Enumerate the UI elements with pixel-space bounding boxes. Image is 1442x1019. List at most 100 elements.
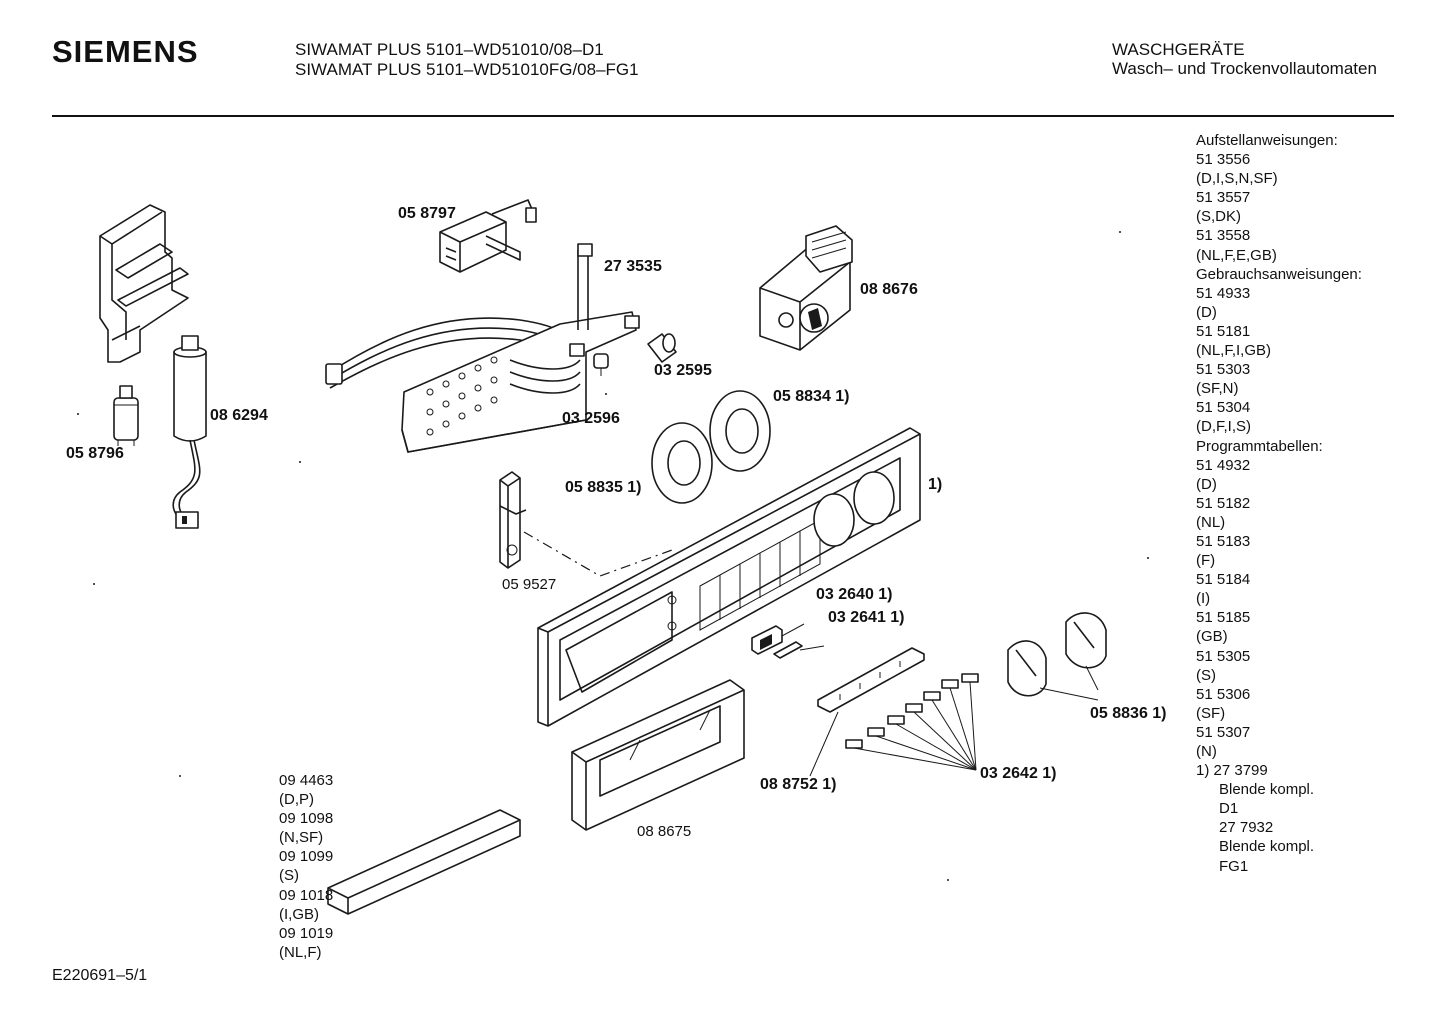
knob-part-058836-b [1065, 612, 1107, 669]
callout-059527: 05 9527 [502, 576, 557, 593]
doc-list-item: (S,DK) [1196, 208, 1241, 226]
doc-list-item: (D) [1196, 475, 1217, 493]
doc-list-item: D1 [1219, 800, 1239, 818]
list-item: 09 1019 [279, 924, 334, 942]
callout-032642: 03 2642 1) [980, 765, 1057, 782]
category-line-2: Wasch– und Trockenvollautomaten [1112, 59, 1377, 78]
callout-058797: 05 8797 [398, 205, 456, 222]
doc-list-item: Aufstellanweisungen: [1196, 132, 1338, 149]
ring-part-058834 [709, 390, 771, 472]
callout-058836: 05 8836 1) [1090, 705, 1167, 722]
bracket-part [99, 204, 189, 363]
category-title: WASCHGERÄTE Wasch– und Trockenvollautoma… [1112, 40, 1377, 78]
doc-list-item: 51 5305 [1196, 647, 1251, 665]
doc-list-item: (GB) [1196, 628, 1228, 646]
callout-088676: 08 8676 [860, 281, 918, 298]
doc-list-item: (NL,F,I,GB) [1196, 342, 1272, 360]
doc-list-item: (F) [1196, 552, 1216, 570]
doc-list-item: (I) [1196, 590, 1211, 608]
doc-list-item: (SF) [1196, 704, 1226, 722]
insert-plate-part [327, 809, 521, 915]
push-buttons-part-032642 [845, 673, 979, 749]
switch-part-058797 [439, 199, 537, 273]
drawing-id: E220691–5/1 [52, 967, 148, 984]
callout-058834: 05 8834 1) [773, 388, 850, 405]
callout-086294: 08 6294 [210, 407, 268, 424]
slider-part-032640 [751, 625, 783, 655]
header-divider [52, 115, 1394, 117]
list-item: 09 1098 [279, 810, 334, 828]
bushing-part-032595 [647, 333, 677, 363]
doc-list-item: 51 3557 [1196, 189, 1251, 207]
callout-273535: 27 3535 [604, 258, 662, 275]
control-board-part-273535 [325, 243, 640, 453]
doc-list-item: 51 5185 [1196, 609, 1251, 627]
doc-list-item: (NL,F,E,GB) [1196, 246, 1277, 264]
knob-part-058836-a [1007, 640, 1047, 697]
bracket-part-059527 [499, 471, 527, 569]
lamp-part-032596 [593, 353, 609, 376]
callout-panel: 1) [928, 476, 943, 493]
doc-list-item: 51 5303 [1196, 361, 1251, 379]
callout-032596: 03 2596 [562, 410, 620, 427]
doc-list-item: (D) [1196, 303, 1217, 321]
list-item: (N,SF) [279, 829, 324, 847]
doc-list-item: (S) [1196, 666, 1216, 684]
button-strip-part-088752 [817, 647, 925, 713]
list-item: 09 4463 [279, 772, 334, 789]
model-line-1: SIWAMAT PLUS 5101–WD51010/08–D1 [295, 40, 604, 59]
assembly-dashline [523, 531, 673, 577]
list-item: (D,P) [279, 791, 314, 809]
doc-list-item: 51 3558 [1196, 227, 1251, 245]
doc-list-item: 51 5181 [1196, 322, 1251, 340]
callout-058835: 05 8835 1) [565, 479, 642, 496]
callout-032595: 03 2595 [654, 362, 712, 379]
drawer-handle-part-088675 [571, 679, 745, 831]
doc-list-item: (D,F,I,S) [1196, 418, 1251, 436]
brand-logo: SIEMENS [52, 34, 199, 69]
doc-list-item: 51 3556 [1196, 151, 1251, 169]
callout-088752: 08 8752 1) [760, 776, 837, 793]
doc-list-item: Gebrauchsanweisungen: [1196, 265, 1362, 283]
documentation-list: Aufstellanweisungen:51 3556(D,I,S,N,SF)5… [1196, 131, 1362, 876]
doc-list-item: 51 4933 [1196, 284, 1251, 302]
doc-list-item: (SF,N) [1196, 380, 1239, 398]
model-line-2: SIWAMAT PLUS 5101–WD51010FG/08–FG1 [295, 60, 639, 79]
doc-list-item: 51 5182 [1196, 494, 1251, 512]
list-item: 09 1018 [279, 886, 334, 904]
doc-list-item: (NL) [1196, 513, 1226, 531]
front-panel-part [537, 427, 921, 727]
callout-032640: 03 2640 1) [816, 586, 893, 603]
list-item: (NL,F) [279, 943, 322, 961]
insert-plate-list: 09 4463 (D,P) 09 1098 (N,SF) 09 1099 (S)… [279, 771, 333, 962]
callout-088675: 08 8675 [637, 823, 692, 840]
doc-list-item: (D,I,S,N,SF) [1196, 170, 1278, 188]
capacitor-part-086294 [172, 335, 207, 529]
category-line-1: WASCHGERÄTE [1112, 40, 1245, 59]
doc-list-item: 51 5306 [1196, 685, 1251, 703]
doc-list-item: FG1 [1219, 857, 1249, 875]
callout-032641: 03 2641 1) [828, 609, 905, 626]
list-item: (S) [279, 867, 299, 885]
doc-list-item: 51 5307 [1196, 723, 1251, 741]
doc-list-item: 51 4932 [1196, 456, 1251, 474]
doc-list-item: Blende kompl. [1219, 781, 1315, 799]
doc-list-item: 51 5184 [1196, 571, 1251, 589]
list-item: 09 1099 [279, 848, 334, 866]
stray-dots [77, 231, 1149, 881]
leader-lines [781, 623, 1099, 777]
doc-list-item: Blende kompl. [1219, 838, 1315, 856]
doc-list-item: Programmtabellen: [1196, 437, 1323, 455]
callout-058796: 05 8796 [66, 445, 124, 462]
doc-list-item: (N) [1196, 743, 1217, 760]
doc-list-item: 1) 27 3799 [1196, 762, 1268, 780]
doc-list-item: 27 7932 [1219, 819, 1274, 837]
ring-part-058835 [651, 422, 713, 504]
doc-list-item: 51 5304 [1196, 399, 1251, 417]
model-title: SIWAMAT PLUS 5101–WD51010/08–D1 SIWAMAT … [295, 40, 639, 80]
timer-part-088676 [759, 225, 853, 351]
doc-list-item: 51 5183 [1196, 532, 1251, 550]
slider-part-032641 [773, 641, 803, 659]
list-item: (I,GB) [279, 905, 319, 923]
